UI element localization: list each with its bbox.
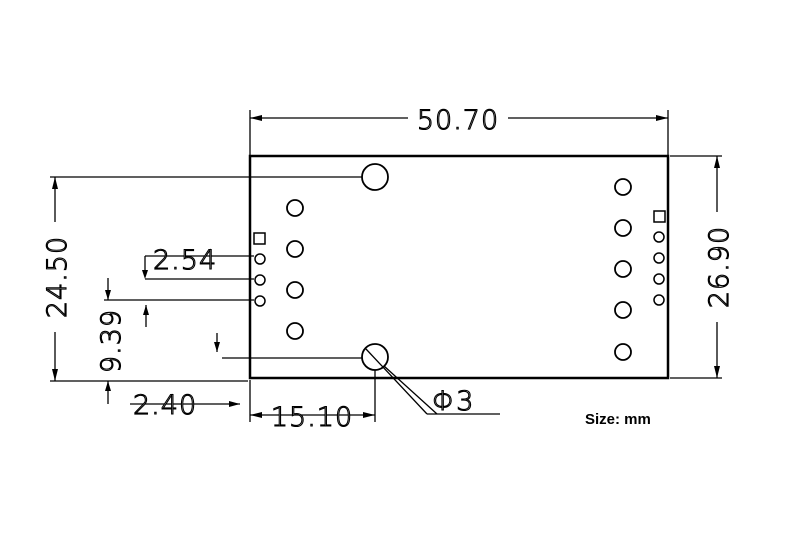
pin [254,295,266,307]
pcb-board-outline [248,154,670,380]
pad [614,343,632,361]
hole-diameter-label: Φ3 [432,386,474,417]
pad [286,199,304,217]
pad [614,301,632,319]
mounting-hole-top [361,163,389,191]
pad [286,281,304,299]
pin [653,273,665,285]
pin [254,274,266,286]
dimension-hole-spacing: 24.50 [41,176,362,382]
right-pin-header [653,210,666,306]
size-unit-note: Size: mm [585,411,651,428]
pin-1-square [253,232,266,245]
left-pin-header [253,232,266,307]
pad [614,260,632,278]
dimension-pin-offset-y: 9.39 [95,278,254,404]
pad [614,178,632,196]
pin [653,294,665,306]
board-height-label: 26.90 [704,226,735,308]
board-width-label: 50.70 [417,105,499,136]
right-pad-column [614,178,632,361]
hole-spacing-label: 24.50 [42,236,73,318]
pin [653,252,665,264]
pin-offset-y-label: 9.39 [96,309,127,373]
pin [254,253,266,265]
pad [614,219,632,237]
pad [286,322,304,340]
left-pad-column [286,199,304,340]
dimension-hole-offset-x: 15.10 [249,370,376,434]
hole-offset-x-label: 15.10 [271,402,353,433]
hole-diameter-callout: Φ3 [365,348,500,418]
pad [286,240,304,258]
dimension-board-height: 26.90 [670,155,736,379]
pin-offset-x-label: 2.40 [133,390,197,421]
pin-pitch-label: 2.54 [153,245,217,276]
dimension-pin-offset-x: 2.40 [130,333,362,422]
dimension-board-width: 50.70 [249,104,669,155]
pin-1-square [653,210,666,223]
pin [653,231,665,243]
dimension-pin-pitch: 2.54 [142,244,254,280]
